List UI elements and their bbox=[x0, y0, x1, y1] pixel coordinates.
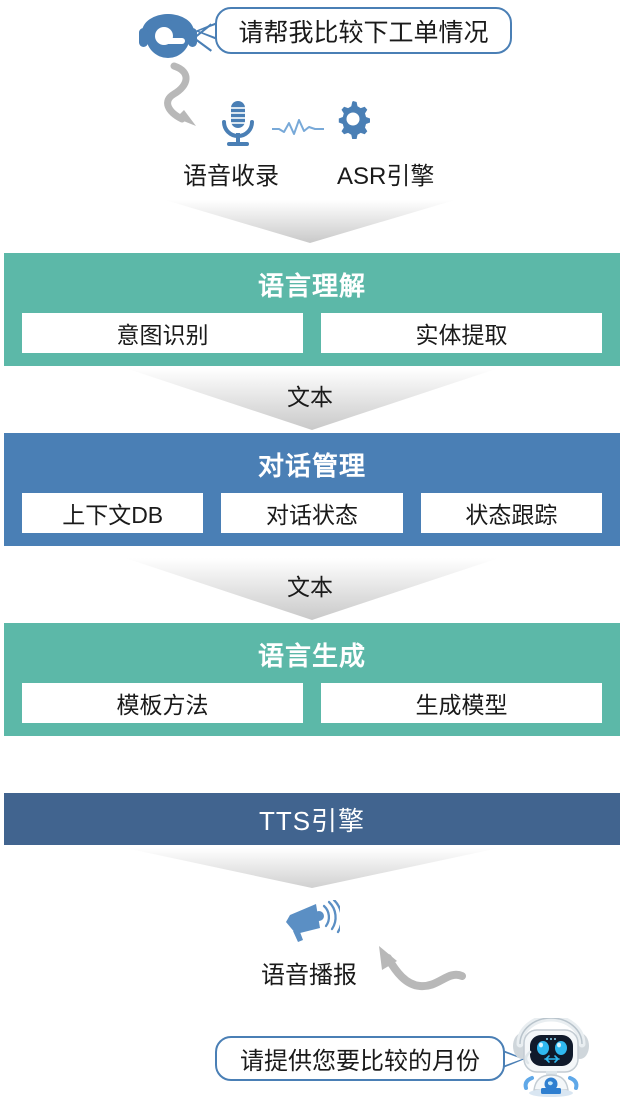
connector-arrow-dm-to-nlg bbox=[125, 558, 499, 627]
asr-engine-label: ASR引擎 bbox=[337, 163, 435, 190]
connector-arrow-tts-to-broadcast bbox=[125, 848, 499, 895]
block-dialogue-management: 对话管理 上下文DB 对话状态 状态跟踪 bbox=[4, 433, 620, 546]
headset-icon bbox=[138, 6, 214, 63]
bot-speech-bubble: 请提供您要比较的月份 bbox=[215, 1036, 505, 1081]
sub-box-entity-extraction[interactable]: 实体提取 bbox=[321, 313, 602, 353]
connector-arrow-nlu-to-dm bbox=[125, 368, 499, 437]
voice-broadcast-label: 语音播报 bbox=[261, 962, 357, 989]
waveform-icon bbox=[271, 118, 325, 143]
dm-subitems: 上下文DB 对话状态 状态跟踪 bbox=[4, 493, 620, 533]
sub-box-intent-recognition[interactable]: 意图识别 bbox=[22, 313, 303, 353]
curved-arrow-down-icon bbox=[158, 62, 220, 139]
sub-box-context-db[interactable]: 上下文DB bbox=[22, 493, 204, 533]
robot-assistant-icon bbox=[508, 1014, 600, 1103]
block-tts-engine: TTS引擎 bbox=[4, 793, 620, 845]
sub-box-dialogue-state[interactable]: 对话状态 bbox=[221, 493, 403, 533]
sub-box-state-tracking[interactable]: 状态跟踪 bbox=[420, 493, 602, 533]
block-title-tts: TTS引擎 bbox=[258, 805, 366, 836]
microphone-icon bbox=[219, 100, 257, 152]
curved-arrow-up-icon bbox=[366, 944, 466, 1009]
megaphone-icon bbox=[284, 898, 343, 949]
user-speech-bubble: 请帮我比较下工单情况 bbox=[215, 7, 512, 54]
block-language-generation: 语言生成 模板方法 生成模型 bbox=[4, 623, 620, 736]
sub-box-template-method[interactable]: 模板方法 bbox=[22, 683, 303, 723]
speech-bubble-tail-top-inner bbox=[199, 24, 218, 38]
block-language-understanding: 语言理解 意图识别 实体提取 bbox=[4, 253, 620, 366]
connector-label-text-1: 文本 bbox=[287, 384, 333, 410]
nlu-subitems: 意图识别 实体提取 bbox=[4, 313, 620, 353]
connector-arrow-voice-to-nlu bbox=[165, 200, 455, 250]
block-title-dm: 对话管理 bbox=[257, 451, 366, 481]
gear-icon bbox=[333, 99, 373, 144]
nlg-subitems: 模板方法 生成模型 bbox=[4, 683, 620, 723]
sub-box-generative-model[interactable]: 生成模型 bbox=[321, 683, 602, 723]
block-title-nlu: 语言理解 bbox=[257, 271, 366, 301]
voice-capture-label: 语音收录 bbox=[183, 163, 279, 190]
connector-label-text-2: 文本 bbox=[287, 574, 333, 600]
block-title-nlg: 语言生成 bbox=[257, 641, 366, 671]
